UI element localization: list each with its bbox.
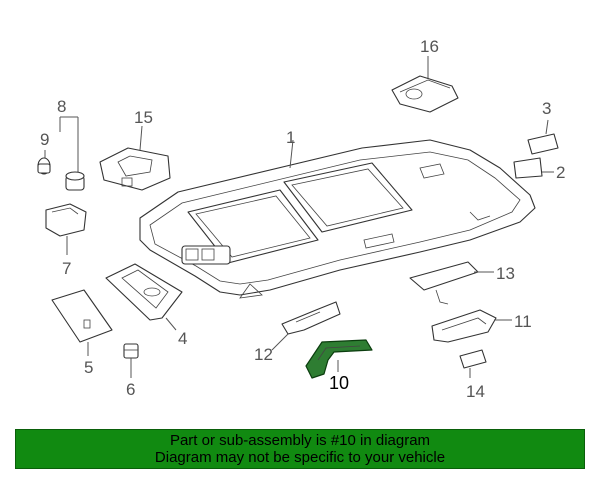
callout-14: 14 [466,382,485,401]
part-2-cover [513,157,543,179]
part-11-handle [431,309,497,343]
headliner-part [139,139,536,299]
part-10-grab-handle [305,339,373,379]
part-3-bracket [527,133,559,155]
part-6-clip [123,343,139,359]
callout-3: 3 [542,99,551,118]
callout-5: 5 [84,358,93,377]
part-8-socket [65,171,85,191]
callout-6: 6 [126,380,135,399]
banner-line-1: Part or sub-assembly is #10 in diagram [169,432,431,449]
callout-2: 2 [556,163,565,182]
part-7-lamp [45,203,87,237]
callout-4: 4 [178,329,187,348]
callout-1: 1 [286,128,295,147]
part-12-handle-bracket [281,301,341,335]
banner-line-2: Diagram may not be specific to your vehi… [154,449,446,466]
callout-7: 7 [62,259,71,278]
part-9-bulb [37,157,51,175]
part-4-sun-visor [105,263,183,321]
part-13-trim [409,261,479,305]
callout-13: 13 [496,264,515,283]
console-opening [181,245,231,265]
part-5-visor-panel [51,289,113,343]
part-info-banner: Part or sub-assembly is #10 in diagram D… [15,429,585,469]
callout-12: 12 [254,345,273,364]
callout-15: 15 [134,108,153,127]
callout-16: 16 [420,37,439,56]
callout-11: 11 [514,312,532,331]
part-16-bracket [391,75,459,113]
part-15-overhead-console [99,147,171,191]
part-14-clip [459,349,487,369]
callout-9: 9 [40,130,49,149]
callout-8: 8 [57,97,66,116]
callout-10: 10 [329,373,349,393]
